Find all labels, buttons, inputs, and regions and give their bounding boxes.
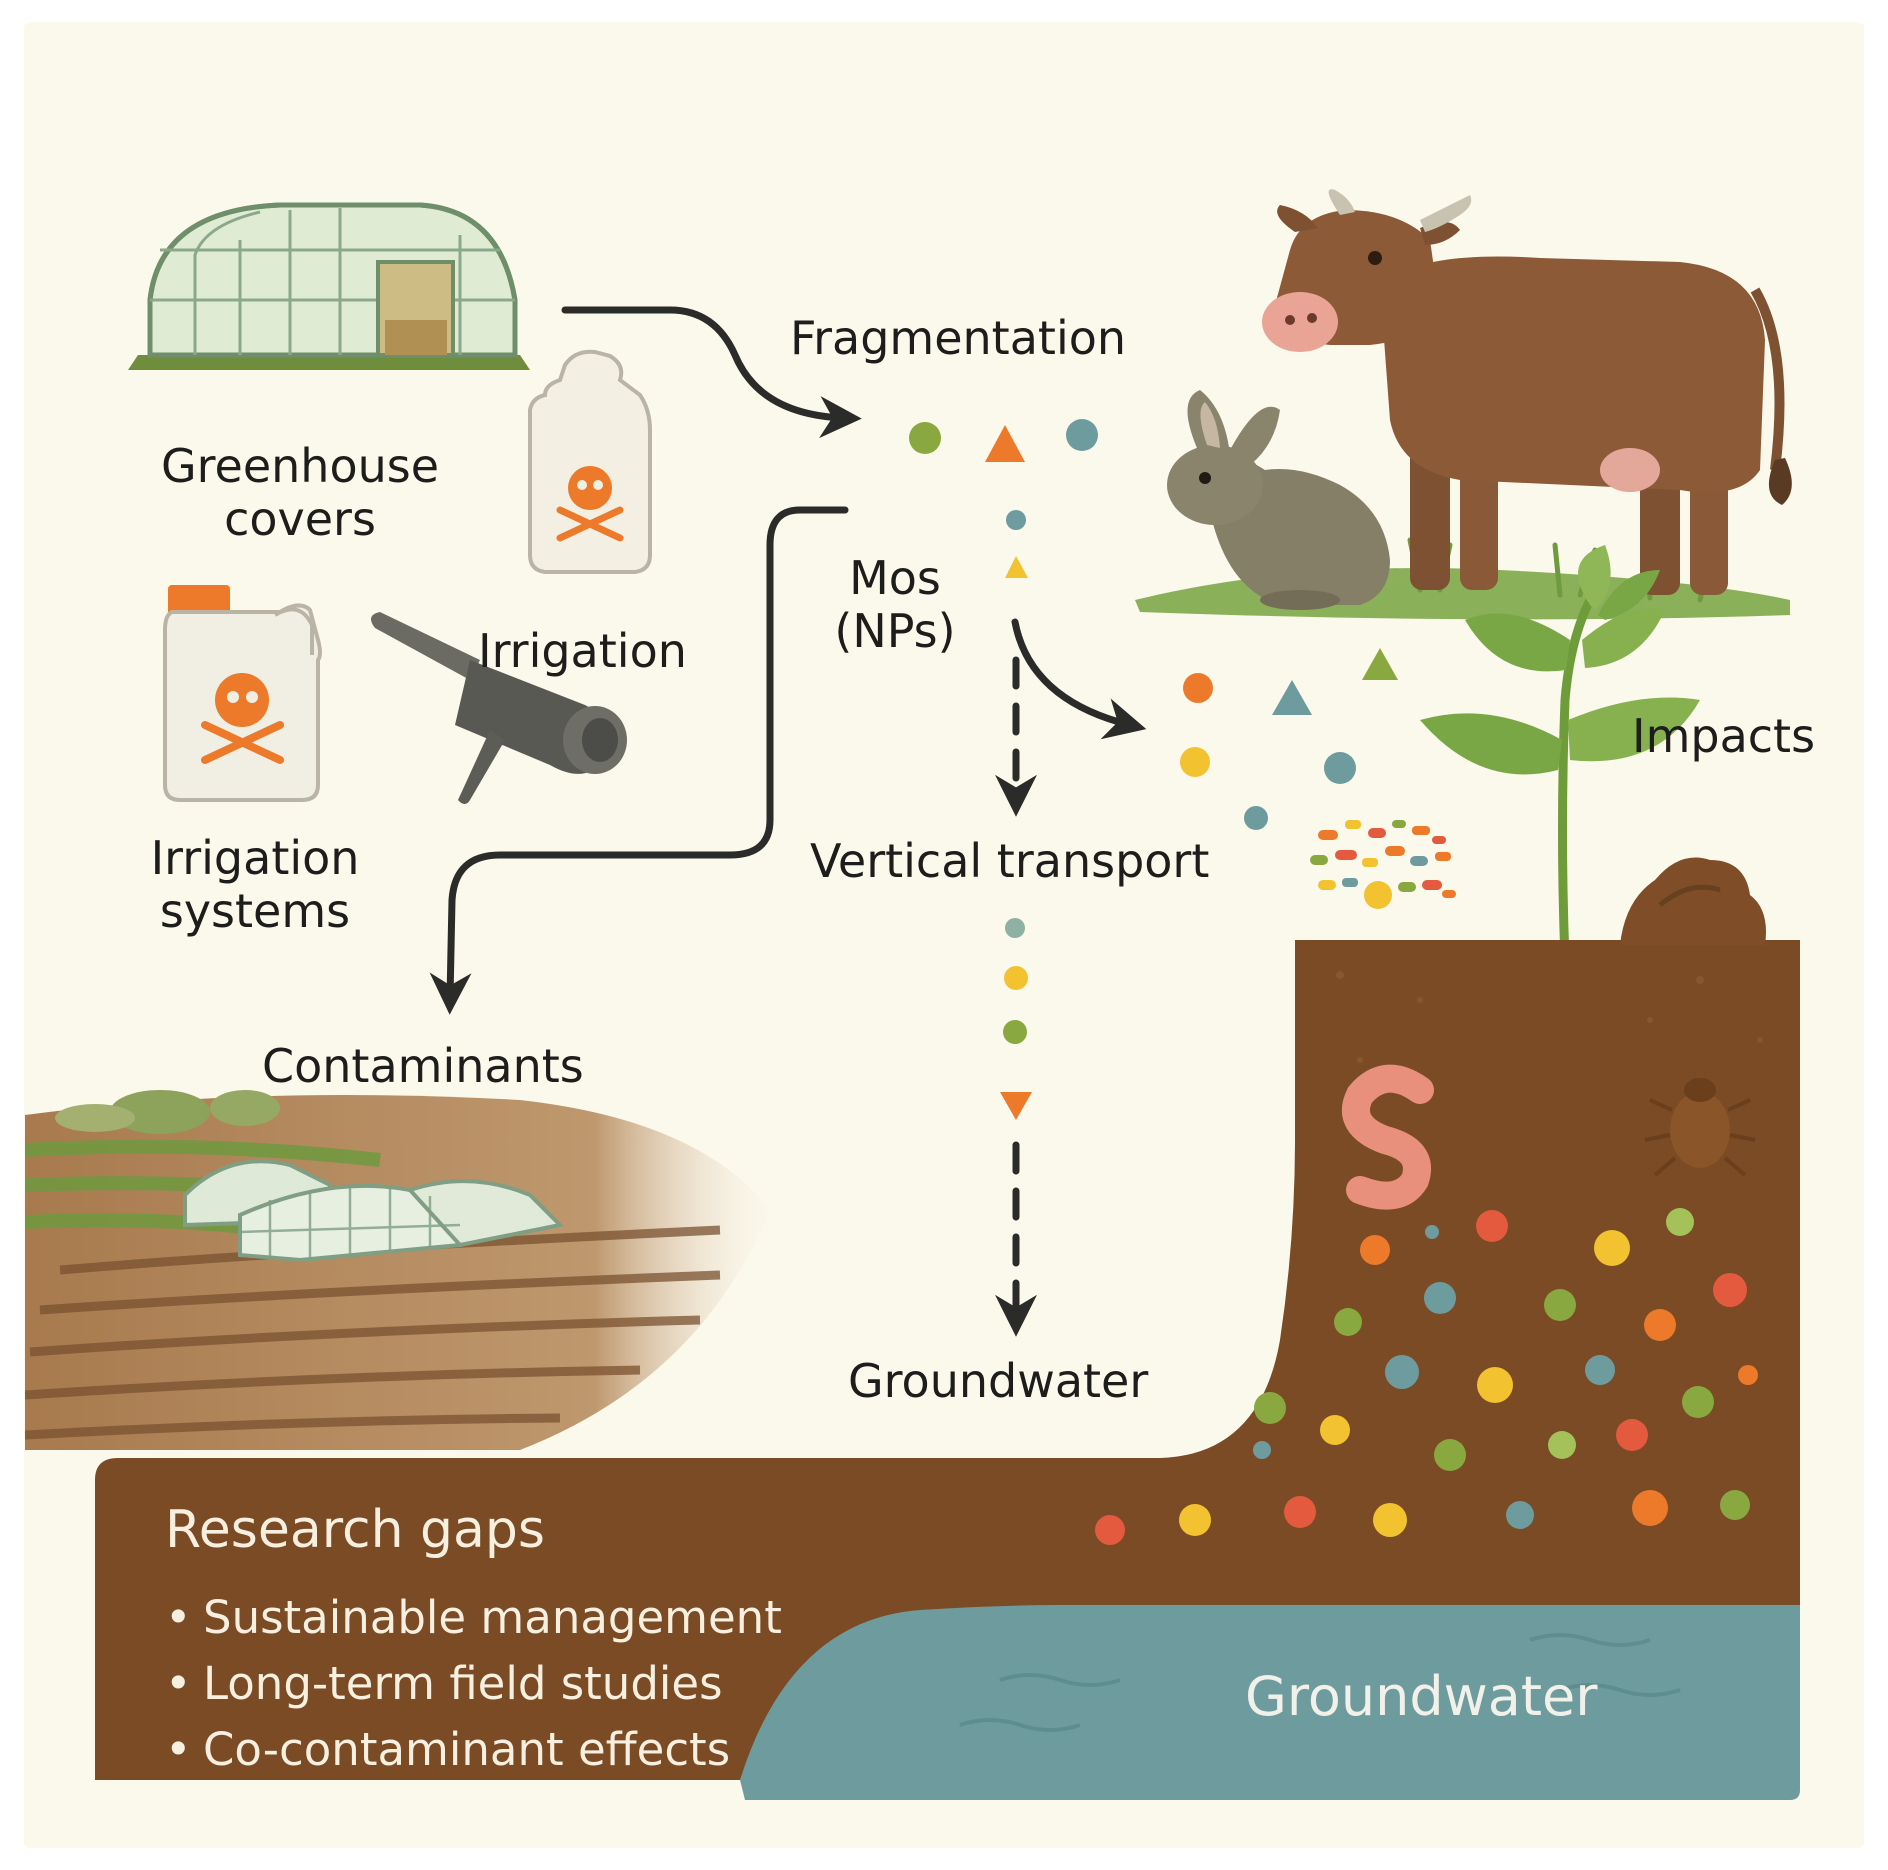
fragment-particles (909, 419, 1398, 1120)
beetle-icon (1644, 1078, 1756, 1177)
flow-arrows (429, 306, 1147, 1337)
label-impacts: Impacts (1632, 709, 1816, 763)
soil-particles (1095, 1208, 1758, 1545)
label-groundwater-mid: Groundwater (848, 1354, 1149, 1408)
research-gap-item: Long-term field studies (165, 1651, 782, 1717)
arrow-to-fragmentation (561, 306, 862, 439)
label-mos-nps: Mos (NPs) (834, 551, 956, 658)
arrow-to-contaminants (429, 506, 849, 1015)
sprinkler-icon (371, 612, 627, 804)
label-irrigation: Irrigation (478, 624, 687, 678)
groundwater-layer-label: Groundwater (1245, 1665, 1598, 1728)
label-fragmentation: Fragmentation (790, 311, 1127, 365)
label-contaminants: Contaminants (262, 1039, 584, 1093)
greenhouse-icon (128, 202, 530, 370)
hazard-jug-icon (528, 349, 652, 574)
label-irrigation-systems: Irrigation systems (150, 831, 360, 938)
arrow-to-impacts (1011, 618, 1147, 740)
rabbit-icon (1167, 390, 1390, 610)
research-gaps-title: Research gaps (165, 1500, 546, 1560)
label-vertical-transport: Vertical transport (810, 834, 1210, 888)
surface-particle-pile (1310, 820, 1456, 909)
earthworm-icon (1342, 1064, 1434, 1210)
chemical-jug-icon (163, 585, 322, 802)
research-gap-item: Co-contaminant effects (165, 1717, 782, 1783)
field-greenhouse (183, 1159, 565, 1263)
label-greenhouse-covers: Greenhouse covers (160, 439, 440, 546)
groundwater-layer (740, 1605, 1800, 1800)
research-gap-item: Sustainable management (165, 1585, 782, 1651)
research-gaps-list: Sustainable management Long-term field s… (165, 1585, 782, 1783)
